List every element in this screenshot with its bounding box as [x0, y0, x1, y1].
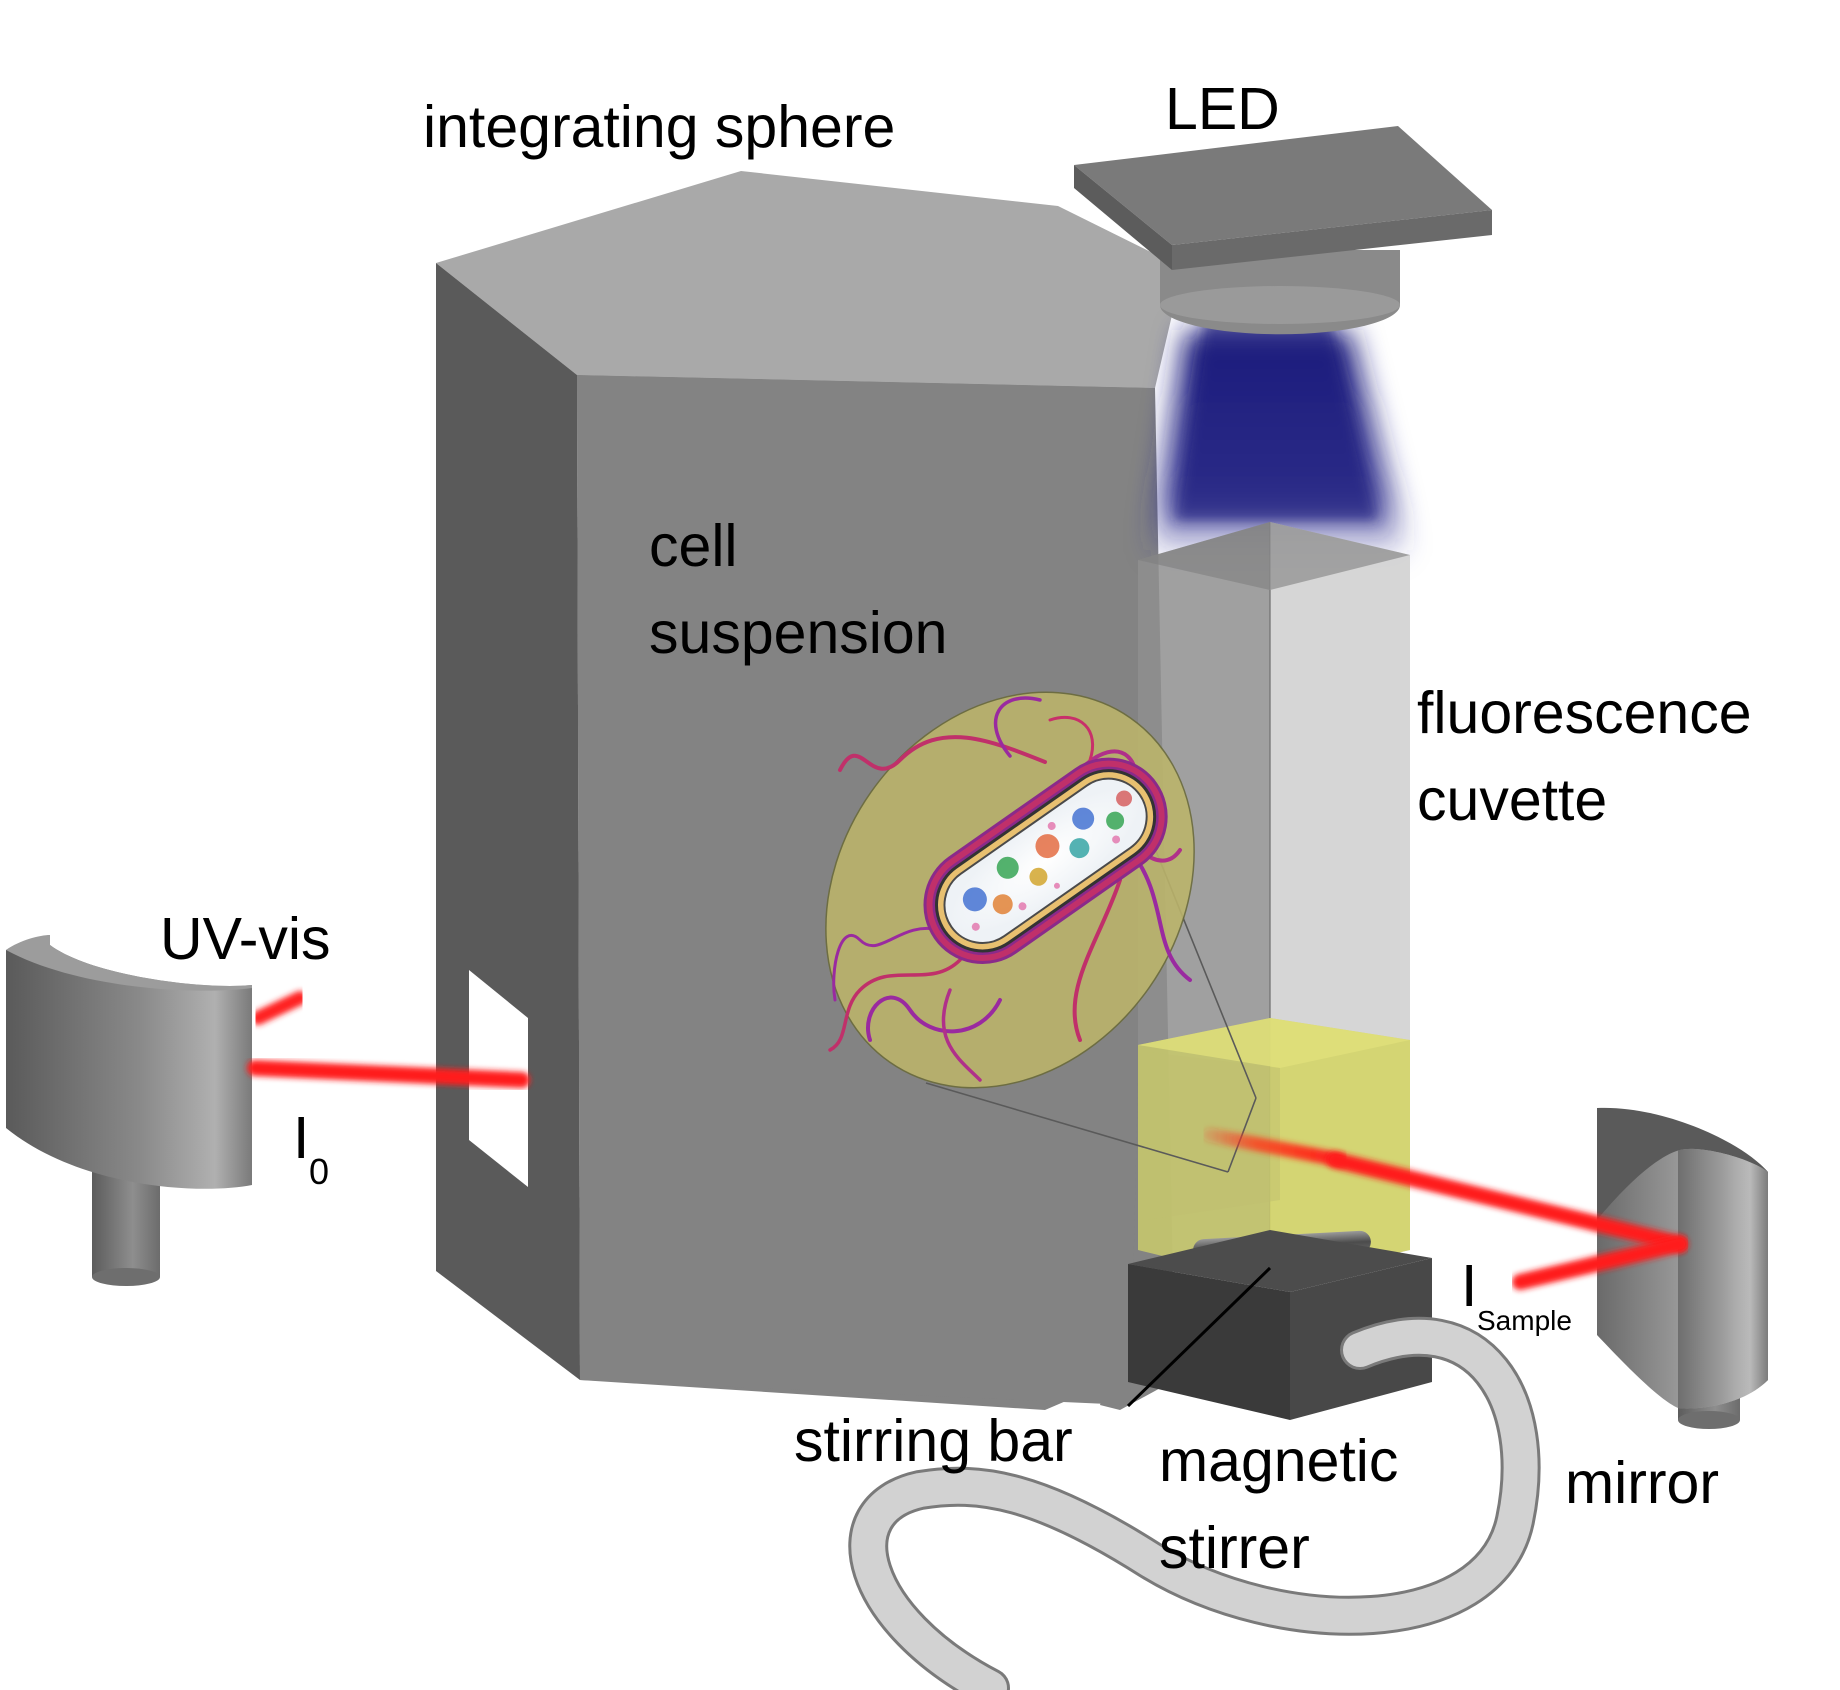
label-suspension: suspension	[649, 600, 948, 666]
housing-left-face	[436, 263, 580, 1380]
beam-to-mirror	[1327, 1152, 1688, 1252]
mirror-unit	[1597, 1107, 1768, 1429]
light-beams	[247, 991, 1688, 1290]
beam-reflected	[1512, 1236, 1688, 1290]
beam-inside-cuvette	[1203, 1128, 1347, 1167]
label-mirror: mirror	[1565, 1450, 1719, 1516]
stirrer-top	[1128, 1230, 1432, 1292]
label-led: LED	[1165, 76, 1280, 142]
led-plate-front	[1172, 210, 1492, 270]
cuvette-solution-surface	[1138, 1018, 1410, 1068]
cuvette-top	[1138, 522, 1410, 590]
led-plate-left	[1074, 165, 1172, 270]
label-fluorescence: fluorescence	[1417, 680, 1752, 746]
fluorescence-cuvette	[1138, 522, 1410, 1282]
label-i0: I 0	[293, 1105, 329, 1192]
led-light-cone	[1150, 320, 1408, 560]
led-plate-top	[1074, 126, 1492, 245]
label-uv-vis: UV-vis	[160, 906, 330, 972]
led-source	[1074, 126, 1492, 335]
label-isample: I Sample	[1461, 1253, 1572, 1336]
cuvette-solution-right	[1270, 1018, 1410, 1282]
uv-vis-spectrometer	[6, 935, 252, 1286]
label-isample-sub: Sample	[1477, 1305, 1572, 1336]
label-stirring-bar: stirring bar	[794, 1408, 1073, 1474]
label-integrating-sphere: integrating sphere	[423, 94, 895, 160]
label-stirrer: stirrer	[1159, 1515, 1310, 1581]
cell-flagella	[828, 696, 1192, 1082]
label-isample-main: I	[1461, 1253, 1477, 1319]
beam-i0	[247, 1060, 530, 1088]
stirring-bar-leader	[1126, 1266, 1272, 1408]
magnetic-stirrer	[848, 1230, 1541, 1690]
label-cuvette: cuvette	[1417, 767, 1607, 833]
housing-top-face	[436, 171, 1183, 388]
cell-inset	[825, 691, 1257, 1173]
labels: integrating sphere LED cell suspension f…	[160, 76, 1752, 1581]
label-i0-main: I	[293, 1105, 309, 1171]
beam-stub	[251, 991, 307, 1025]
label-cell: cell	[649, 513, 738, 579]
label-magnetic: magnetic	[1159, 1428, 1398, 1494]
uv-vis-holder	[6, 935, 252, 1189]
bacterium	[923, 757, 1168, 964]
label-i0-sub: 0	[309, 1151, 329, 1192]
stirrer-left	[1128, 1264, 1290, 1420]
